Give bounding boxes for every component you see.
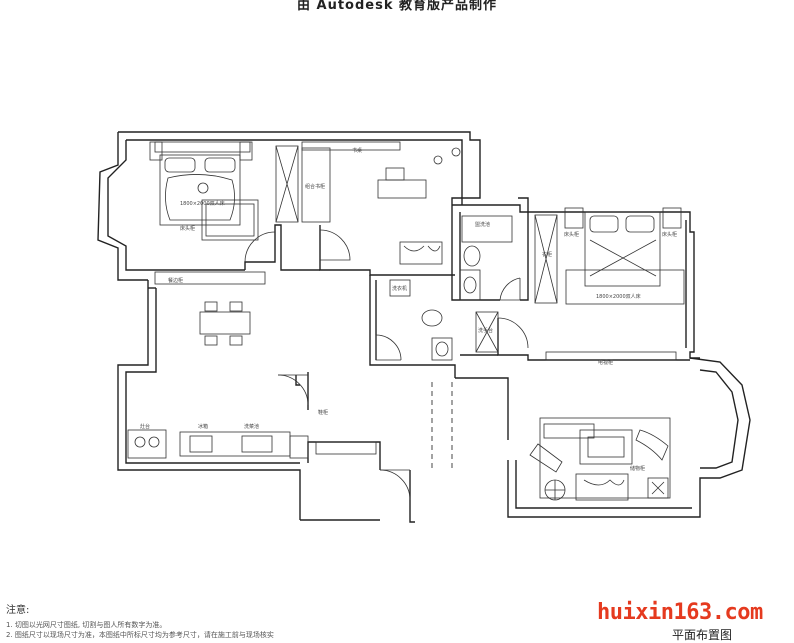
label-tv: 电视柜 [598,359,613,366]
door-swings [244,229,529,501]
label-bookcase: 组合书柜 [305,183,325,190]
label-desk: 书桌 [352,147,362,154]
notes-line-1: 1. 切图以光网尺寸图纸, 切割与图人所有数字为准。 [6,621,167,629]
openings [431,382,453,470]
label-sink: 洗菜池 [244,423,259,430]
plan-title: 平面布置图 [672,628,733,642]
left-bedroom: 书桌 1800×2000双人床 床头柜 组合书柜 [149,141,461,265]
notes-block: 注意: 1. 切图以光网尺寸图纸, 切割与图人所有数字为准。 2. 图纸尺寸以现… [6,604,274,642]
label-bed-left: 1800×2000双人床 [180,200,225,207]
watermark: huixin163.com [597,600,763,625]
label-dining-cab: 餐边柜 [168,277,183,284]
label-wardrobe-right: 衣柜 [542,251,552,258]
label-bedside-right2: 床头柜 [662,231,677,238]
label-bedside-right: 床头柜 [564,231,579,238]
label-shoe: 鞋柜 [318,409,328,416]
right-bedroom: 床头柜 床头柜 1800×2000双人床 衣柜 电视柜 [534,207,685,366]
label-cab: 储物柜 [630,465,645,472]
label-washer: 洗衣机 [392,285,407,292]
label-bed-right: 1800×2000双人床 [596,293,641,300]
notes-title: 注意: [6,605,30,616]
label-basin: 洗手台 [478,327,493,334]
notes-line-2: 2. 图纸尺寸以现场尺寸为准，本图纸中所标尺寸均为参考尺寸，请在施工前与现场核实 [6,631,274,639]
page-header: 由 Autodesk 教育版产品制作 [296,0,498,13]
label-fridge: 冰箱 [198,423,208,430]
bathrooms: 洗衣机 盥洗池 洗手台 [389,215,513,361]
label-wash: 盥洗池 [475,221,490,228]
outer-walls [97,131,751,523]
living-room: 储物柜 [529,417,671,501]
label-stove: 灶台 [140,423,150,430]
dining-area: 餐边柜 [154,271,266,346]
kitchen: 灶台 冰箱 洗菜池 鞋柜 [127,409,377,459]
label-nightstand-left: 床头柜 [180,225,195,232]
